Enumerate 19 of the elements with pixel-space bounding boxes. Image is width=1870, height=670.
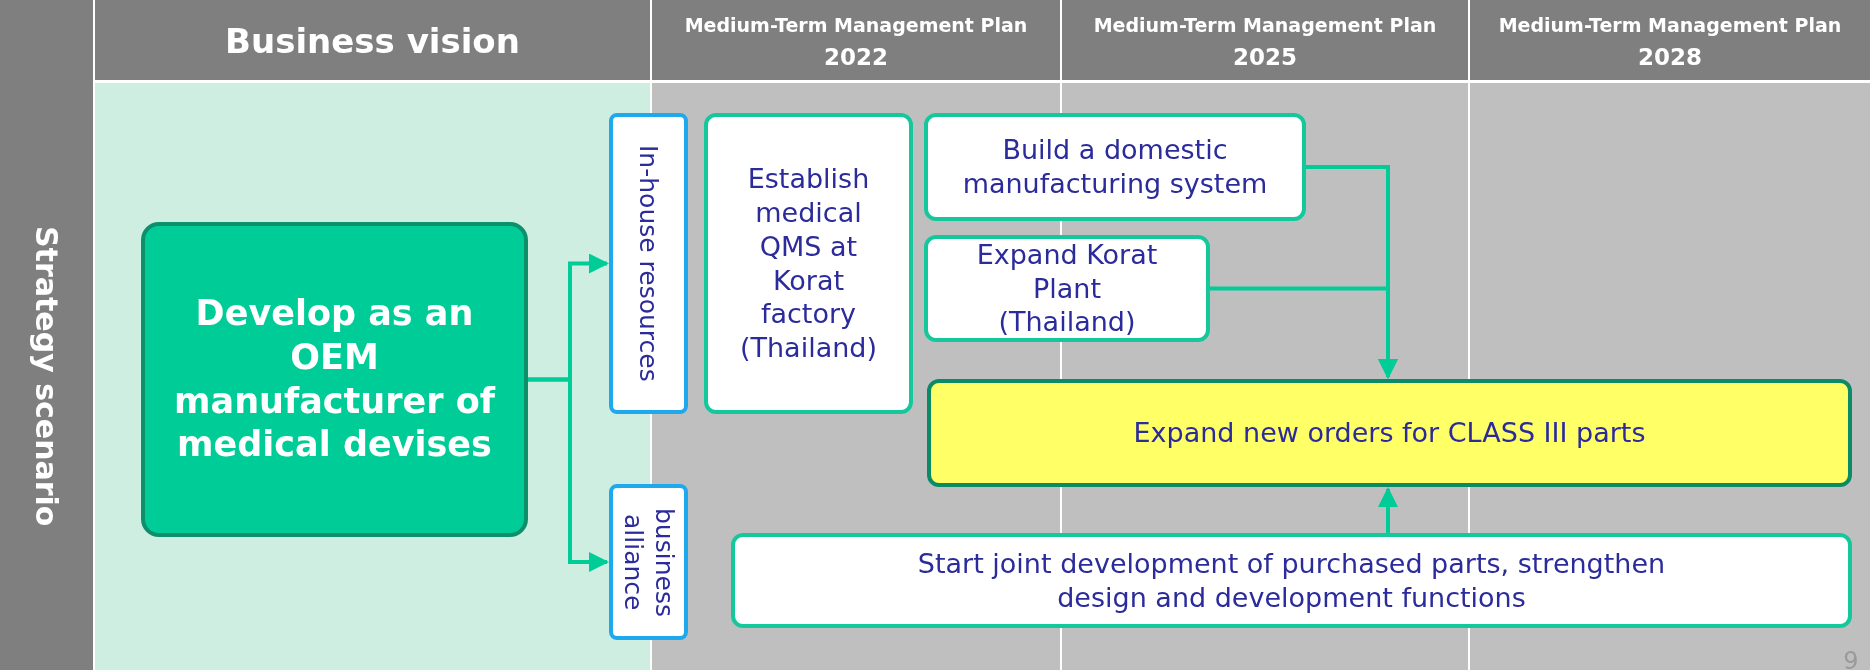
arrow [1210,286,1398,379]
column-heading: Business vision [225,21,520,61]
column-heading: 2025 [1233,44,1297,70]
initiative-box: Build a domestic manufacturing system [924,113,1306,221]
column-heading: Medium-Term Management Plan [684,14,1028,36]
column-heading: Medium-Term Management Plan [1093,14,1437,36]
column-heading: Medium-Term Management Plan [1498,14,1842,36]
goal-box: Expand new orders for CLASS III parts [927,379,1852,487]
strategy-box: Develop as an OEM manufacturer of medical devises [141,222,528,537]
resource-tag: In-house resources [609,113,688,414]
row-heading: Strategy scenario [29,225,64,527]
initiative-box: Establish medical QMS at Korat factory (Thailand) [704,113,913,414]
initiative-box: Start joint development of purchased parts, strengthen design and development functions [731,533,1852,628]
arrow [1378,487,1398,533]
resource-tag: business alliance [609,484,688,640]
initiative-box: Expand Korat Plant (Thailand) [924,235,1210,342]
arrow [528,377,609,572]
column-heading: 2022 [824,44,888,70]
column-heading: 2028 [1638,44,1702,70]
